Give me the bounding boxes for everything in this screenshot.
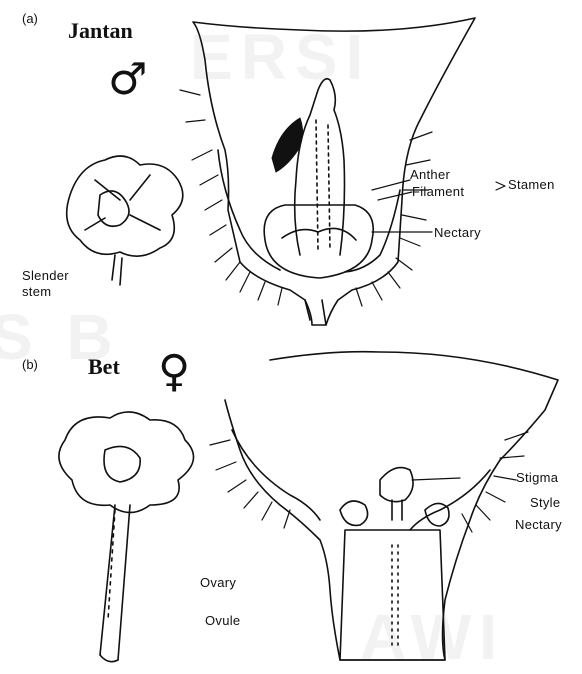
label-stamen: Stamen	[508, 178, 555, 191]
panel-a-title: Jantan	[68, 20, 133, 42]
label-anther: Anther	[410, 168, 450, 181]
male-symbol-icon: ♂	[108, 58, 147, 102]
panel-b-title: Bet	[88, 356, 120, 378]
label-ovule: Ovule	[205, 614, 240, 627]
female-nectary	[340, 501, 368, 525]
female-leader-lines	[412, 478, 460, 480]
panel-b-letter: (b)	[22, 358, 38, 371]
label-filament: Filament	[412, 185, 464, 198]
label-nectary-male: Nectary	[434, 226, 481, 239]
female-style	[392, 500, 402, 520]
female-stigma	[380, 468, 413, 502]
label-stigma: Stigma	[516, 471, 558, 484]
label-ovary: Ovary	[200, 576, 236, 589]
female-flower-small	[59, 412, 194, 662]
label-nectary-female: Nectary	[515, 518, 562, 531]
label-style: Style	[530, 496, 560, 509]
female-ovules	[392, 545, 398, 650]
label-slender-stem: Slender stem	[22, 268, 102, 299]
male-nectary-cup	[264, 205, 373, 278]
male-nectary-inner	[282, 228, 356, 240]
male-flower-section	[180, 18, 505, 325]
female-flower-section	[210, 352, 558, 660]
male-stalk	[305, 300, 326, 325]
male-flower-small	[67, 156, 183, 285]
panel-a-letter: (a)	[22, 12, 38, 25]
female-symbol-icon: ♀	[158, 350, 190, 394]
